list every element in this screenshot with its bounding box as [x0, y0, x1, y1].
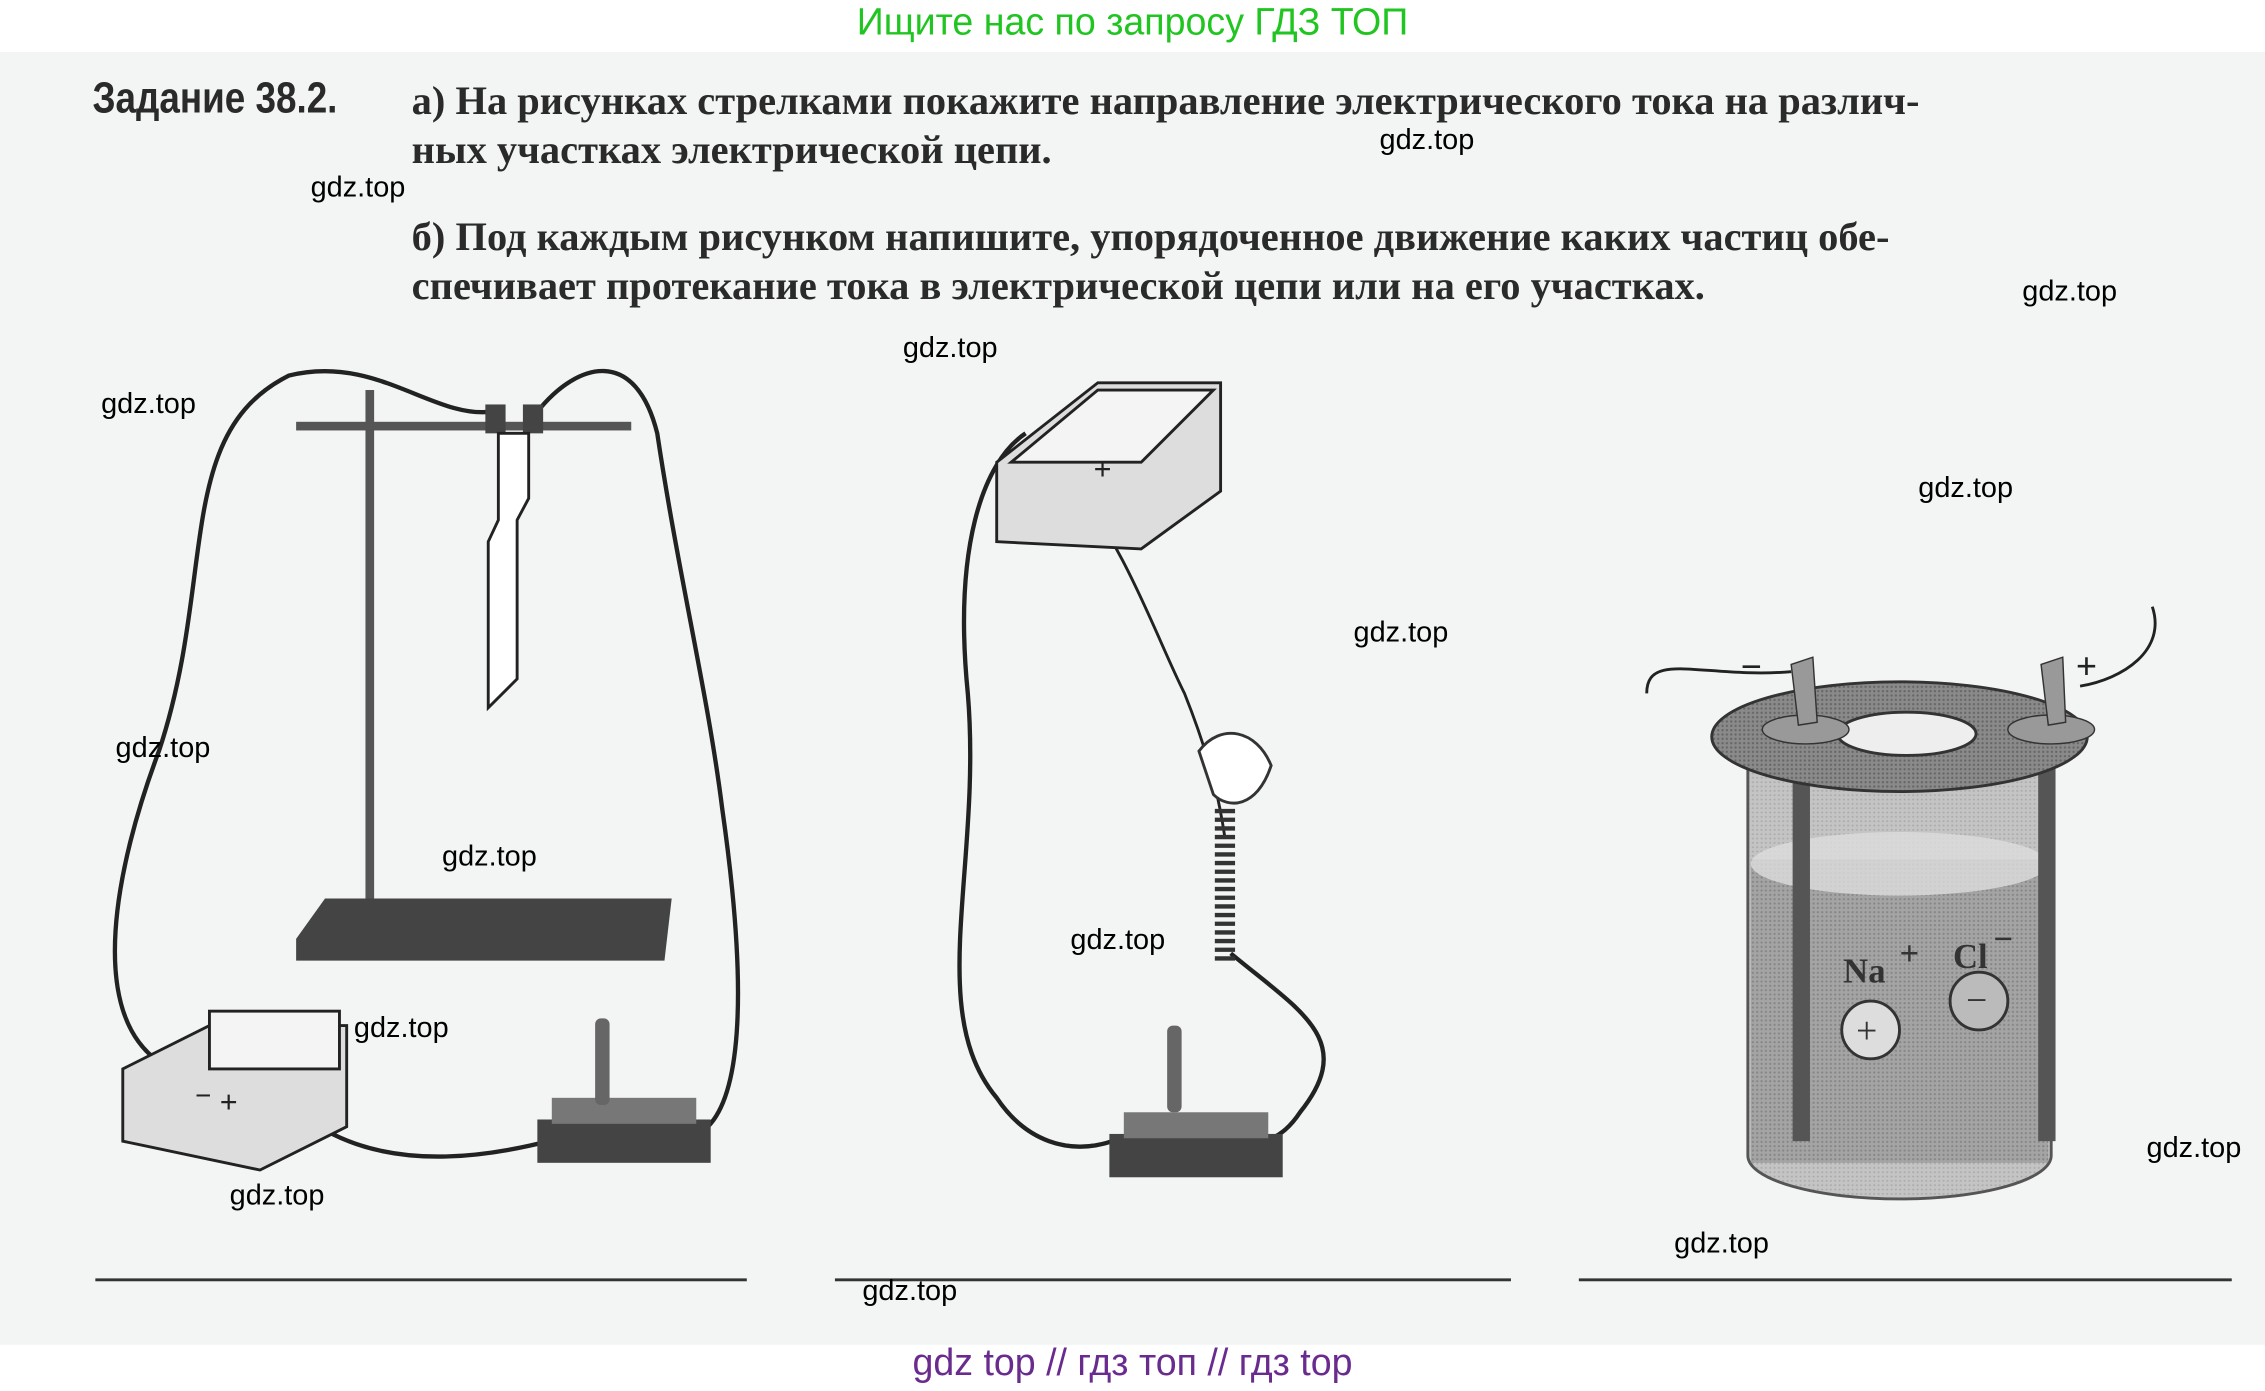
- cation-label: Na: [1843, 952, 1885, 990]
- stand-rod: [365, 390, 375, 918]
- battery-1-minus: −: [195, 1080, 211, 1112]
- battery-1-plus: +: [220, 1084, 238, 1119]
- battery-2: +: [995, 381, 1223, 551]
- battery-2-plus: +: [1093, 452, 1111, 487]
- watermark: gdz.top: [902, 332, 998, 365]
- watermark: gdz.top: [1379, 124, 1475, 157]
- watermark: gdz.top: [1674, 1227, 1769, 1260]
- ion-minus: −: [1966, 981, 1987, 1022]
- switch-2: [1109, 1025, 1283, 1178]
- answer-line-1[interactable]: [95, 1278, 747, 1282]
- watermark: gdz.top: [442, 840, 537, 873]
- positive-ion-icon: [1840, 999, 1901, 1061]
- ion-plus: +: [1856, 1011, 1877, 1052]
- watermark: gdz.top: [310, 171, 406, 204]
- watermark: gdz.top: [115, 732, 211, 765]
- hand: [1197, 732, 1273, 805]
- watermark: gdz.top: [229, 1180, 325, 1212]
- watermark: gdz.top: [1918, 472, 2014, 505]
- metal-strip: [486, 431, 531, 712]
- search-banner: Ищите нас по запросу ГДЗ ТОП: [856, 0, 1409, 44]
- cathode-minus-label: −: [1741, 647, 1762, 688]
- figure-3-electrolysis-beaker: − + Na + Cl − + −: [1645, 606, 2157, 1201]
- answer-line-3[interactable]: [1578, 1278, 2232, 1282]
- watermark: gdz.top: [1353, 616, 1449, 649]
- switch-1: [537, 1018, 711, 1163]
- watermark: gdz.top: [2146, 1132, 2242, 1165]
- task-part-b-line1: б) Под каждым рисунком напишите, упорядо…: [411, 215, 1890, 261]
- stand-crossbar: [296, 421, 632, 431]
- cation-charge: +: [1900, 935, 1920, 973]
- task-title: Задание 38.2.: [92, 75, 338, 123]
- watermark: gdz.top: [101, 388, 196, 421]
- watermark: gdz.top: [1070, 924, 1166, 957]
- negative-ion-icon: [1948, 970, 2010, 1032]
- figure-2-spiral-circuit: +: [957, 381, 1326, 1178]
- task-part-a-line1: а) На рисунках стрелками покажите направ…: [411, 79, 1920, 125]
- answer-line-2[interactable]: [834, 1278, 1511, 1282]
- anode-plus-label: +: [2076, 647, 2097, 688]
- watermark: gdz.top: [2022, 275, 2118, 308]
- battery-1: − +: [121, 1009, 349, 1172]
- task-part-a-line2: ных участках электрической цепи.: [411, 128, 1052, 174]
- stand-base: [296, 898, 672, 961]
- watermark: gdz.top: [353, 1012, 449, 1045]
- footer-links[interactable]: gdz top // гдз топ // гдз top: [912, 1340, 1353, 1384]
- anion-charge: −: [1993, 920, 2013, 958]
- task-part-b-line2: спечивает протекание тока в электрическо…: [411, 264, 1705, 310]
- figure-1-stand-circuit: − +: [112, 368, 741, 1172]
- watermark: gdz.top: [862, 1275, 958, 1308]
- anion-label: Cl: [1953, 938, 1988, 976]
